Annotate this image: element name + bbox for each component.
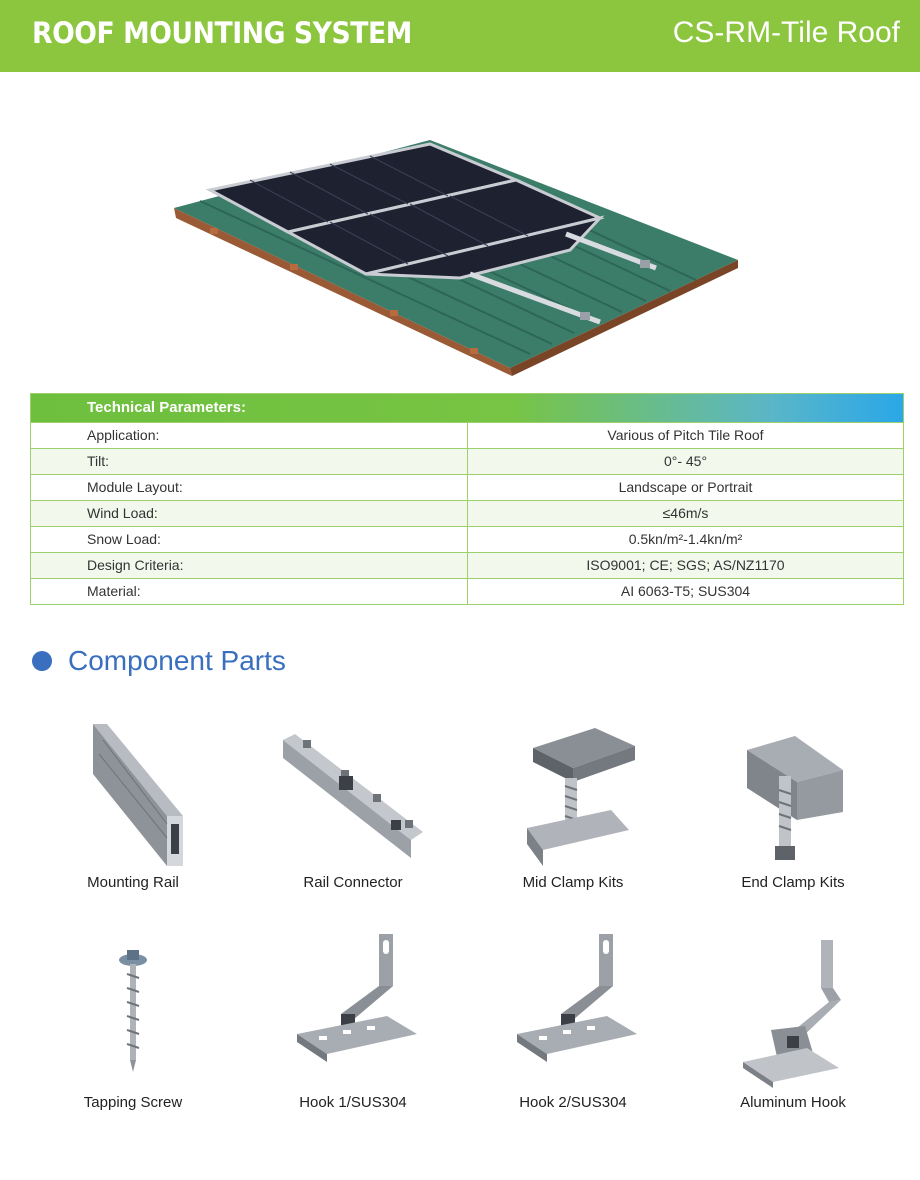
part-tapping-screw: Tapping Screw (33, 940, 233, 1111)
part-hook-1: Hook 1/SUS304 (253, 930, 453, 1111)
param-key: Module Layout: (31, 475, 468, 500)
part-label: Tapping Screw (83, 1094, 183, 1111)
param-key: Design Criteria: (31, 553, 468, 578)
param-key: Application: (31, 423, 468, 448)
part-rail-connector: Rail Connector (253, 720, 453, 891)
param-value: Various of Pitch Tile Roof (607, 427, 764, 443)
mid-clamp-icon (527, 728, 635, 866)
part-label: End Clamp Kits (741, 874, 845, 891)
tapping-screw-icon (119, 950, 147, 1072)
hook-icon (517, 934, 637, 1062)
rail-connector-icon (283, 734, 423, 858)
header-banner: ROOF MOUNTING SYSTEM CS-RM-Tile Roof (0, 0, 920, 72)
param-value: Landscape or Portrait (618, 479, 753, 495)
part-label: Hook 1/SUS304 (299, 1094, 407, 1111)
table-row: Material: AI 6063-T5; SUS304 (31, 578, 903, 604)
component-parts-heading: Component Parts (32, 644, 286, 678)
param-value: AI 6063-T5; SUS304 (620, 583, 751, 599)
technical-parameters-table: Technical Parameters: Application: Vario… (30, 393, 904, 605)
mounting-rail-icon (93, 724, 183, 866)
table-row: Wind Load: ≤46m/s (31, 500, 903, 526)
tile-roof-solar-illustration (174, 140, 738, 376)
param-key: Wind Load: (31, 501, 468, 526)
param-value: ISO9001; CE; SGS; AS/NZ1170 (586, 557, 785, 573)
product-model: CS-RM-Tile Roof (672, 16, 900, 49)
part-hook-2: Hook 2/SUS304 (473, 930, 673, 1111)
param-value: 0°- 45° (663, 453, 708, 469)
table-row: Module Layout: Landscape or Portrait (31, 474, 903, 500)
param-key: Tilt: (31, 449, 468, 474)
part-label: Mounting Rail (87, 874, 179, 891)
param-key: Material: (31, 579, 468, 604)
param-key: Snow Load: (31, 527, 468, 552)
part-mid-clamp-kits: Mid Clamp Kits (473, 720, 673, 891)
table-row: Tilt: 0°- 45° (31, 448, 903, 474)
aluminum-hook-icon (743, 940, 841, 1088)
section-title: Component Parts (68, 645, 286, 676)
table-row: Application: Various of Pitch Tile Roof (31, 422, 903, 448)
part-aluminum-hook: Aluminum Hook (693, 930, 893, 1111)
end-clamp-icon (747, 736, 843, 860)
param-value: ≤46m/s (662, 505, 709, 521)
part-label: Hook 2/SUS304 (519, 1094, 627, 1111)
bullet-dot-icon (32, 651, 52, 671)
part-label: Mid Clamp Kits (522, 874, 624, 891)
page-title: ROOF MOUNTING SYSTEM (32, 16, 412, 50)
part-label: Rail Connector (303, 874, 403, 891)
part-end-clamp-kits: End Clamp Kits (693, 720, 893, 891)
table-row: Snow Load: 0.5kn/m²-1.4kn/m² (31, 526, 903, 552)
hook-icon (297, 934, 417, 1062)
part-label: Aluminum Hook (740, 1094, 846, 1111)
table-row: Design Criteria: ISO9001; CE; SGS; AS/NZ… (31, 552, 903, 578)
part-mounting-rail: Mounting Rail (33, 720, 233, 891)
param-value: 0.5kn/m²-1.4kn/m² (628, 531, 743, 547)
table-heading: Technical Parameters: (31, 394, 903, 422)
